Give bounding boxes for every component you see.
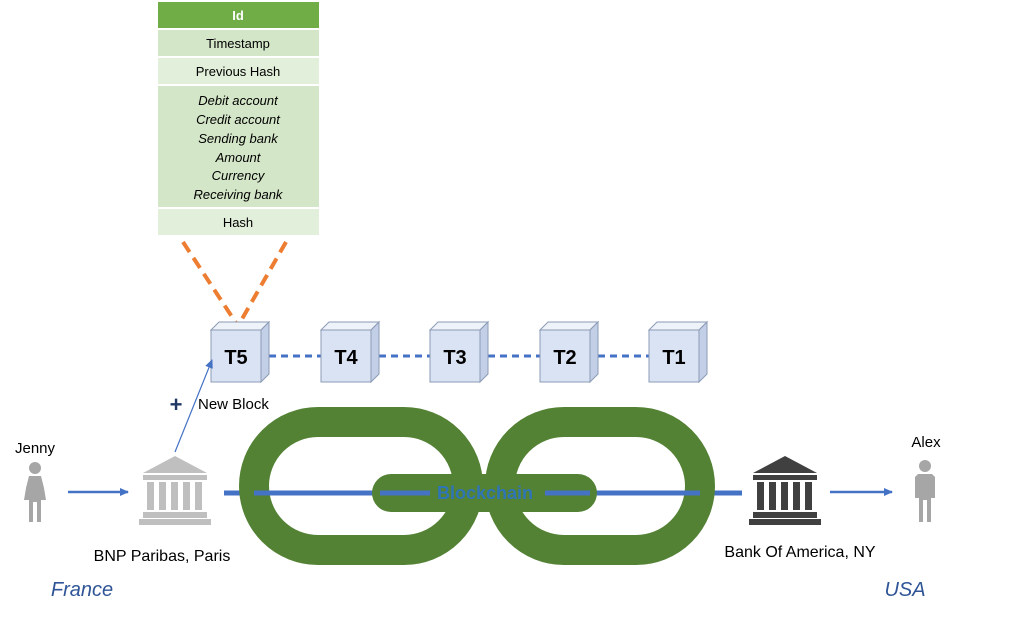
bank-icon-receiver [749, 456, 821, 525]
block-t3: T3 [428, 320, 490, 384]
card-timestamp-bg [158, 30, 319, 56]
receiver-name: Alex [911, 434, 941, 451]
card-fields-bg [158, 86, 319, 207]
card-header-bg [158, 2, 319, 28]
new-block-arrow [174, 359, 213, 453]
block-label: T2 [553, 347, 576, 369]
block-t2: T2 [538, 320, 600, 384]
receiver-bank-name: Bank Of America, NY [724, 544, 875, 561]
person-female-icon [24, 462, 46, 522]
chain-label: Blockchain [437, 483, 533, 503]
card-field: Receiving bank [194, 187, 284, 202]
block-detail-card: Id Timestamp Previous Hash Debit account… [158, 2, 319, 235]
card-field: Credit account [196, 112, 281, 127]
card-field: Amount [215, 150, 262, 165]
person-male-icon [915, 460, 935, 522]
card-hash: Hash [223, 215, 253, 230]
card-header-id: Id [232, 8, 244, 23]
sender-country: France [51, 579, 113, 601]
card-timestamp: Timestamp [206, 36, 270, 51]
block-t1: T1 [647, 320, 709, 384]
card-hash-bg [158, 209, 319, 235]
add-icon: + [170, 392, 183, 417]
card-field: Sending bank [198, 131, 279, 146]
card-field: Currency [212, 168, 266, 183]
block-label: T5 [224, 347, 247, 369]
new-block-label: New Block [198, 396, 269, 413]
block-t5: T5 [209, 320, 271, 384]
card-previous-hash: Previous Hash [196, 64, 281, 79]
card-field: Debit account [198, 93, 279, 108]
block-label: T4 [334, 347, 358, 369]
chain-connector [372, 474, 597, 512]
receiver-country: USA [884, 579, 925, 601]
sender-name: Jenny [15, 440, 56, 457]
block-label: T3 [443, 347, 466, 369]
card-previous-hash-bg [158, 58, 319, 84]
bank-icon-sender [139, 456, 211, 525]
zoom-line-left [181, 240, 240, 328]
sender-bank-name: BNP Paribas, Paris [94, 548, 231, 565]
zoom-line-right [236, 241, 288, 327]
block-label: T1 [662, 347, 685, 369]
chain-link-icon: Blockchain [239, 407, 715, 565]
block-t4: T4 [319, 320, 381, 384]
